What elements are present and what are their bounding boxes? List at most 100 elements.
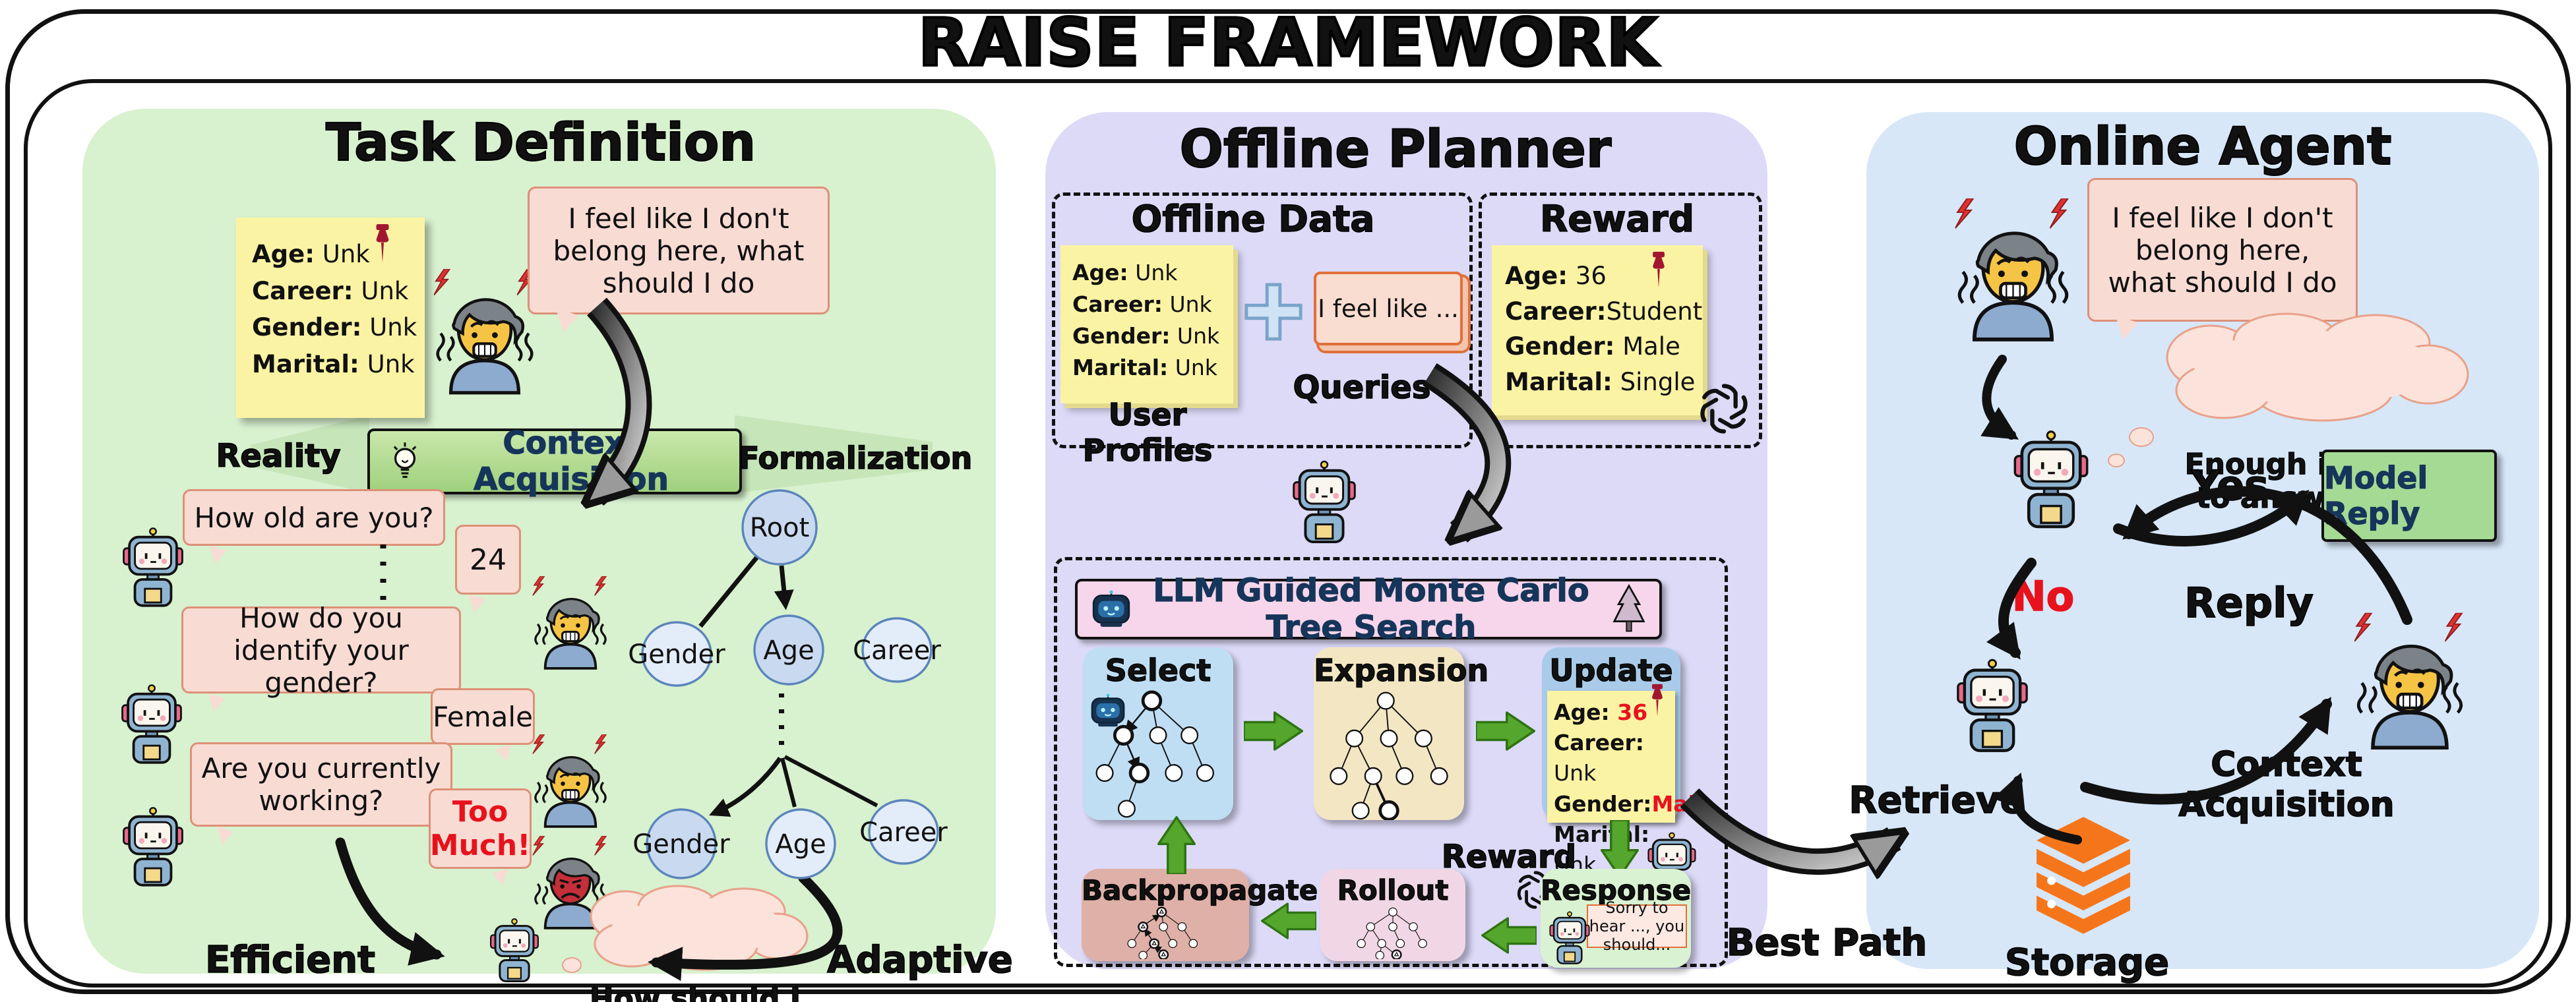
mcts-banner: LLM Guided Monte Carlo Tree Search bbox=[1075, 572, 1662, 647]
pushpin-icon bbox=[369, 223, 396, 265]
worried-user-icon bbox=[526, 566, 615, 679]
update-title: Update bbox=[1549, 652, 1674, 688]
reply-label: Reply bbox=[2184, 578, 2314, 628]
thought-dot bbox=[2129, 427, 2154, 447]
agent-robot-icon bbox=[476, 918, 553, 984]
answer-bubble-3: Too Much! bbox=[429, 788, 532, 887]
formalization-label: Formalization bbox=[738, 440, 973, 477]
note-line: Career:Student bbox=[1505, 297, 1703, 326]
note-line: Age: Unk bbox=[1072, 260, 1178, 285]
note-line: Gender: Male bbox=[1505, 332, 1680, 361]
note-line: Age: 36 bbox=[1554, 699, 1648, 725]
efficient-label: Efficient bbox=[204, 938, 375, 982]
answer-bubble-1: 24 bbox=[455, 525, 521, 615]
best-path-label: Best Path bbox=[1726, 921, 1928, 965]
update-box: Update Age: 36 Career: Unk Gender:Male M… bbox=[1542, 647, 1711, 877]
user-profile-note: Age: Unk Career: Unk Gender: Unk Marital… bbox=[1060, 245, 1233, 403]
profile-note: Age: Unk Career: Unk Gender: Unk Marital… bbox=[236, 218, 425, 418]
green-arrow-right bbox=[1476, 711, 1535, 752]
storage-icon bbox=[2018, 815, 2149, 947]
note-line: Career: Unk bbox=[1554, 730, 1651, 786]
select-title: Select bbox=[1105, 652, 1211, 688]
select-tree bbox=[1095, 690, 1214, 818]
green-arrow-left bbox=[1481, 916, 1537, 955]
inner-frame bbox=[24, 79, 2552, 987]
worried-user-icon bbox=[2345, 609, 2474, 752]
figure-title: RAISE FRAMEWORK bbox=[917, 3, 1659, 82]
task-definition-title: Task Definition bbox=[325, 113, 756, 173]
green-arrow-up bbox=[1157, 816, 1196, 874]
backpropagate-tree bbox=[1127, 906, 1198, 959]
user-query-bubble: I feel like I don't belong here, what sh… bbox=[528, 187, 830, 336]
note-line: Marital: Unk bbox=[252, 349, 415, 378]
question-bubble-3: Are you currently working? bbox=[190, 742, 452, 847]
safety-thought-cloud: Enough infomarion to answer safely? bbox=[2151, 311, 2496, 516]
worried-user-icon bbox=[425, 262, 544, 399]
pushpin-icon bbox=[1646, 250, 1671, 290]
queries-label: Queries bbox=[1293, 368, 1431, 407]
pushpin-icon bbox=[1646, 683, 1669, 719]
select-box: Select bbox=[1083, 647, 1233, 820]
green-arrow-right bbox=[1244, 711, 1303, 752]
robot-head-icon bbox=[1089, 693, 1126, 728]
reality-label: Reality bbox=[216, 437, 342, 475]
yes-label: Yes bbox=[2190, 461, 2269, 510]
note-line: Gender:Male bbox=[1554, 790, 1711, 817]
expansion-title: Expansion bbox=[1313, 652, 1489, 688]
worried-user-icon bbox=[526, 726, 615, 835]
plus-icon bbox=[1241, 280, 1306, 344]
mcts-box bbox=[1054, 557, 1728, 967]
note-line: Marital: Single bbox=[1505, 367, 1696, 396]
rollout-title: Rollout bbox=[1337, 873, 1449, 906]
rollout-box: Rollout bbox=[1320, 869, 1465, 961]
worried-user-icon bbox=[1946, 192, 2081, 345]
online-query-bubble: I feel like I don't belong here, what sh… bbox=[2087, 178, 2358, 343]
response-bubble: Sorry to hear ..., you should... bbox=[1587, 899, 1687, 954]
robot-icon bbox=[119, 806, 187, 889]
green-arrow-left bbox=[1261, 902, 1316, 940]
reward-profile-note: Age: 36 Career:Student Gender: Male Mari… bbox=[1492, 245, 1703, 415]
openai-logo-icon bbox=[1696, 381, 1752, 436]
backpropagate-box: Backpropagate bbox=[1081, 869, 1318, 961]
offline-planner-title: Offline Planner bbox=[1179, 119, 1612, 180]
offline-data-box bbox=[1052, 192, 1473, 448]
robot-icon bbox=[119, 526, 187, 609]
retrieve-label: Retrieve bbox=[1849, 779, 2026, 823]
robot-head-icon bbox=[1091, 590, 1132, 628]
note-line: Marital: Unk bbox=[1072, 354, 1217, 380]
backpropagate-title: Backpropagate bbox=[1081, 873, 1318, 906]
reward-model-box bbox=[1479, 192, 1762, 448]
adaptive-label: Adaptive bbox=[826, 938, 1013, 982]
context-acquisition-banner: Context Acquisition bbox=[367, 425, 742, 498]
expansion-box: Expansion bbox=[1313, 647, 1489, 820]
question-bubble-1: How old are you? bbox=[183, 489, 445, 566]
note-line: Gender: Unk bbox=[252, 313, 417, 341]
rollout-tree bbox=[1357, 907, 1427, 959]
question-bubble-2: How do you identify your gender? bbox=[181, 602, 461, 714]
user-profiles-label: User Profiles bbox=[1082, 396, 1213, 469]
robot-icon bbox=[117, 683, 186, 766]
thought-dot bbox=[2108, 454, 2125, 467]
note-line: Age: 36 bbox=[1505, 262, 1607, 290]
answer-bubble-2: Female bbox=[431, 688, 535, 763]
response-title: Response bbox=[1540, 873, 1692, 906]
storage-label: Storage bbox=[2004, 941, 2170, 985]
offline-data-heading: Offline Data bbox=[1131, 197, 1375, 241]
thought-dot bbox=[562, 957, 582, 973]
thought-text: How should I ask?" bbox=[589, 982, 801, 1002]
expansion-tree bbox=[1330, 692, 1448, 820]
online-agent-title: Online Agent bbox=[2013, 117, 2393, 177]
note-line: Career: Unk bbox=[1072, 291, 1212, 317]
context-acquisition-label-online: Context Acquisition bbox=[2178, 744, 2395, 825]
no-label: No bbox=[2011, 572, 2075, 621]
tree-icon bbox=[1610, 583, 1647, 635]
model-reply-box: Model Reply bbox=[2321, 450, 2497, 542]
note-line: Gender: Unk bbox=[1072, 322, 1220, 349]
agent-robot-icon bbox=[2009, 430, 2093, 530]
planner-robot-icon bbox=[1287, 460, 1361, 545]
thought-cloud: How should I ask?" bbox=[579, 883, 811, 1002]
query-card-stack: I feel like ... bbox=[1314, 272, 1463, 345]
note-line: Age: Unk bbox=[252, 240, 370, 268]
mcts-banner-label: LLM Guided Monte Carlo Tree Search bbox=[1153, 572, 1590, 646]
